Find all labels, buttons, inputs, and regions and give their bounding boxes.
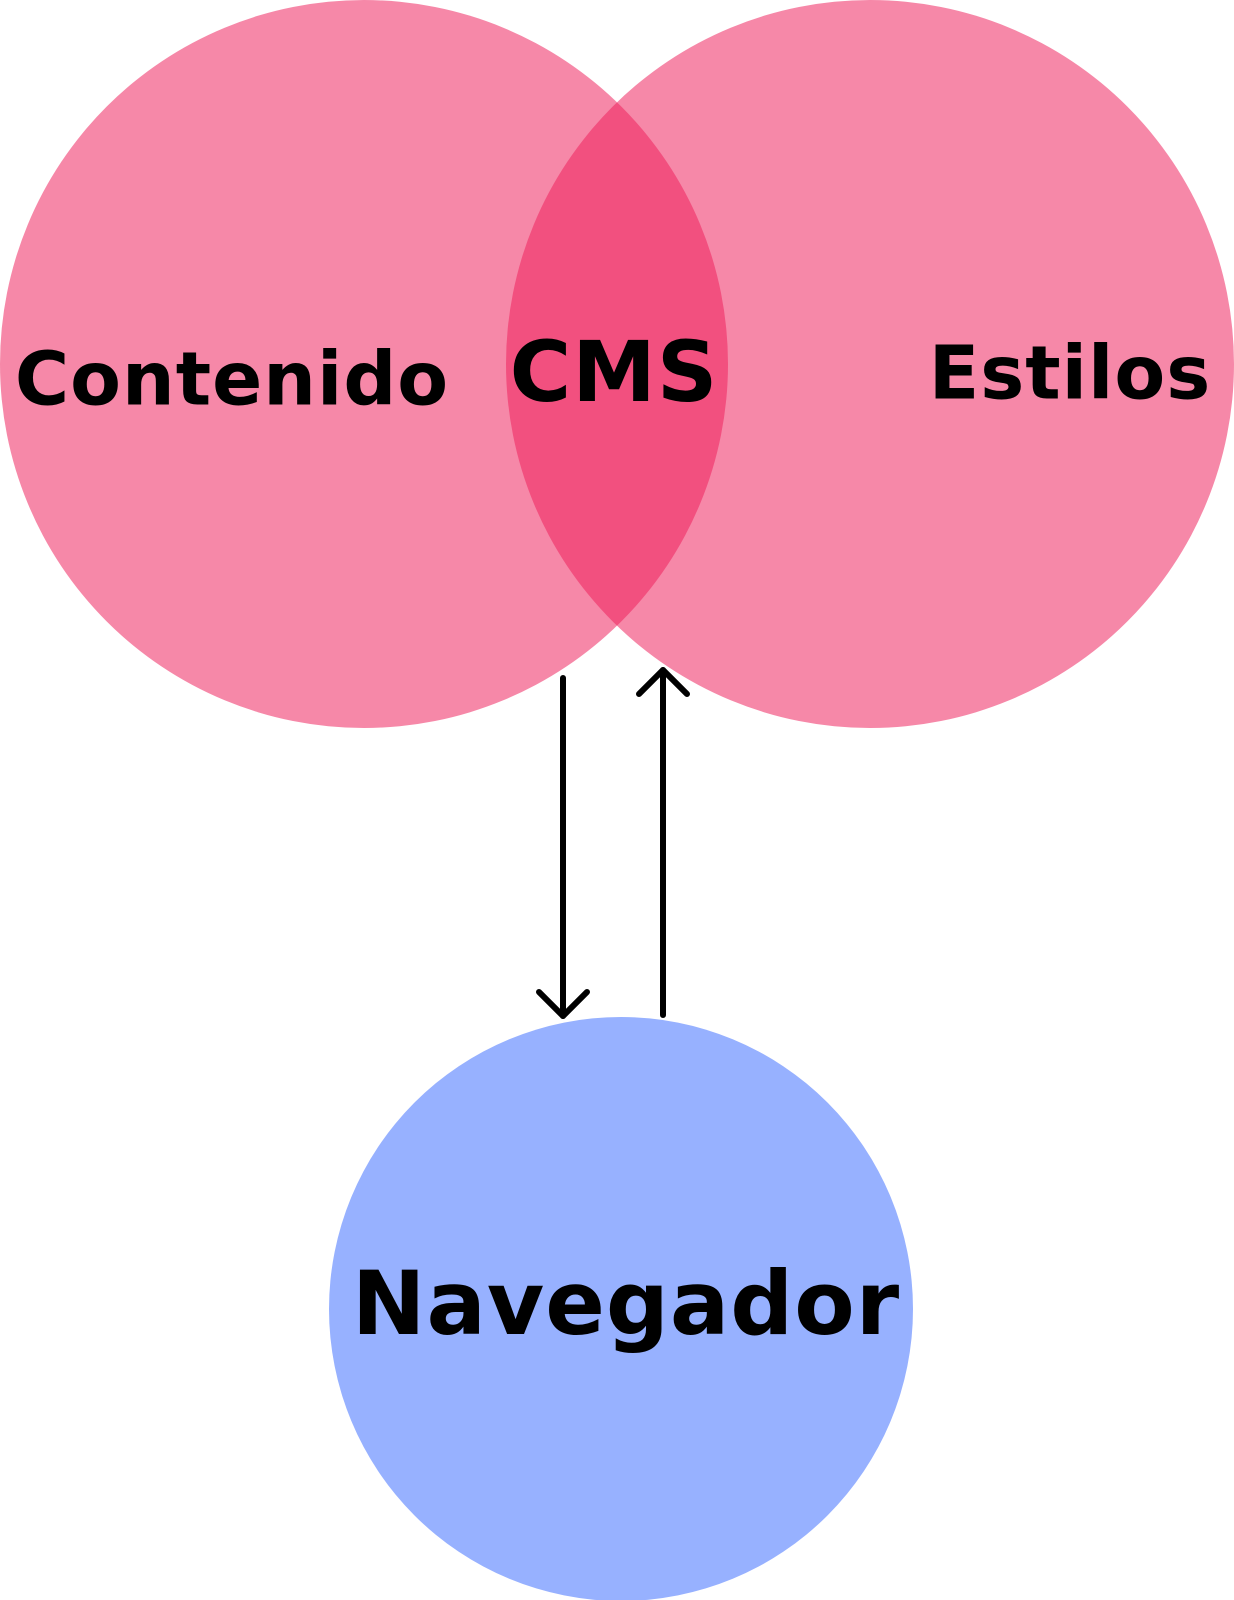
contenido-circle <box>0 0 728 728</box>
contenido-label: Contenido <box>15 337 449 423</box>
navegador-circle <box>329 1017 913 1600</box>
navegador-label: Navegador <box>352 1252 900 1355</box>
estilos-label: Estilos <box>929 331 1212 417</box>
estilos-circle <box>506 0 1234 728</box>
cms-label: CMS <box>510 323 719 421</box>
arrow-up-icon <box>636 667 690 1018</box>
arrow-down-icon <box>536 675 590 1019</box>
